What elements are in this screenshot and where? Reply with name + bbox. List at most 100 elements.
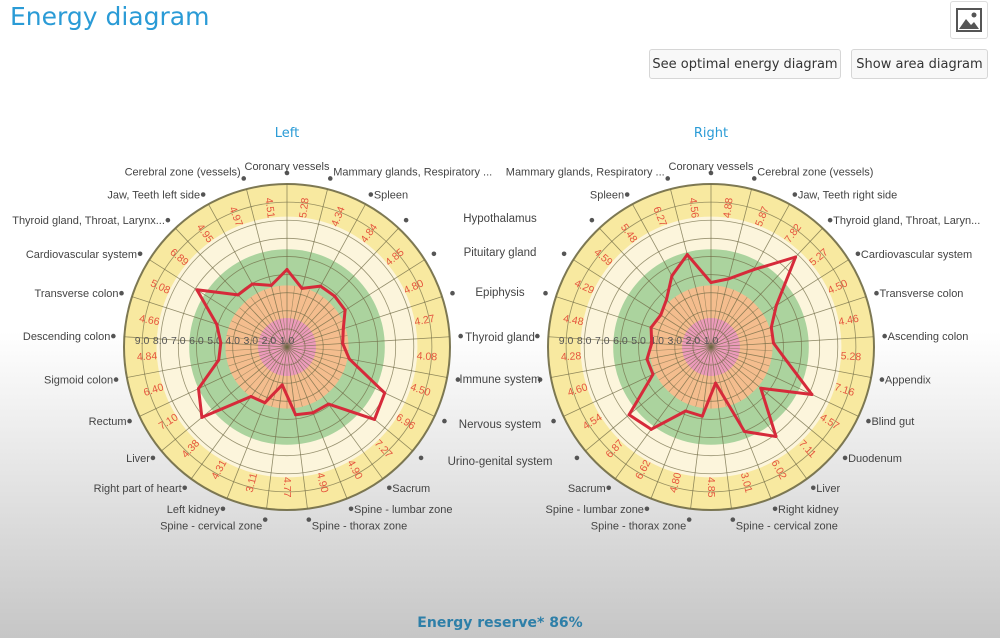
axis-label: Rectum bbox=[89, 416, 127, 428]
axis-label-shared: Immune system bbox=[459, 374, 540, 386]
axis-dot bbox=[730, 517, 736, 522]
energy-point bbox=[197, 387, 201, 391]
axis-label: Thyroid gland, Throat, Larynx... bbox=[12, 215, 165, 227]
axis-label: Spine - thorax zone bbox=[312, 521, 407, 533]
grid-spoke-minor bbox=[724, 355, 764, 381]
grid-spoke-minor bbox=[681, 361, 704, 402]
value-label: 4.56 bbox=[686, 197, 700, 219]
value-label: 4.84 bbox=[137, 350, 158, 363]
axis-dot bbox=[543, 290, 548, 296]
grid-spoke bbox=[710, 203, 790, 348]
energy-point bbox=[810, 393, 814, 397]
energy-point bbox=[195, 288, 199, 292]
value-label: 3.11 bbox=[244, 472, 261, 494]
axis-dot bbox=[551, 418, 556, 424]
grid-spoke-minor bbox=[723, 307, 759, 337]
grid-spoke bbox=[286, 346, 384, 480]
energy-reserve: Energy reserve* 86% bbox=[417, 615, 583, 631]
axis-dot bbox=[874, 290, 879, 296]
axis-label: Jaw, Teeth left side bbox=[107, 190, 200, 202]
axis-label: Spine - thorax zone bbox=[591, 521, 686, 533]
axis-label: Cardiovascular system bbox=[26, 249, 137, 261]
grid-spoke bbox=[585, 346, 712, 452]
grid-spoke-minor bbox=[297, 358, 330, 393]
energy-point bbox=[649, 427, 653, 431]
energy-point bbox=[250, 282, 254, 286]
grid-spoke-minor bbox=[702, 285, 710, 331]
energy-point bbox=[383, 391, 387, 395]
grid-spoke bbox=[286, 346, 308, 509]
value-label: 4.85 bbox=[705, 477, 717, 498]
axis-label: Right kidney bbox=[778, 504, 839, 516]
page-title: Energy diagram bbox=[10, 2, 210, 31]
value-label: 4.48 bbox=[562, 313, 584, 329]
grid-spoke bbox=[710, 296, 867, 348]
energy-point bbox=[285, 267, 289, 271]
show-area-diagram-button[interactable]: Show area diagram bbox=[851, 49, 988, 79]
grid-spoke bbox=[710, 346, 732, 509]
grid-spoke bbox=[161, 346, 288, 452]
grid-spoke-minor bbox=[721, 358, 754, 393]
grid-spoke bbox=[286, 346, 435, 417]
grid-spoke-minor bbox=[725, 320, 767, 341]
axis-label: Spleen bbox=[374, 190, 408, 202]
grid-spoke bbox=[286, 189, 328, 348]
right-chart-title: Right bbox=[693, 126, 729, 141]
grid-spoke bbox=[286, 346, 348, 499]
grid-spoke-minor bbox=[726, 335, 772, 345]
energy-point bbox=[319, 284, 323, 288]
axis-dot bbox=[368, 192, 374, 197]
axis-dot bbox=[111, 333, 116, 339]
energy-point bbox=[215, 322, 219, 326]
grid-spoke bbox=[563, 346, 712, 417]
image-icon bbox=[956, 8, 982, 32]
axis-dot bbox=[606, 485, 612, 491]
grid-spoke bbox=[555, 296, 712, 348]
scale-label: 3.0 bbox=[243, 335, 258, 347]
scale-label: 6.0 bbox=[613, 335, 628, 347]
grid-spoke bbox=[246, 189, 288, 348]
scale-label: 9.0 bbox=[135, 335, 150, 347]
energy-point bbox=[341, 327, 345, 331]
axis-label: Jaw, Teeth right side bbox=[798, 190, 897, 202]
image-export-button[interactable] bbox=[950, 1, 988, 39]
grid-spoke-minor bbox=[688, 289, 706, 332]
axis-label: Spine - lumbar zone bbox=[354, 504, 452, 516]
axis-dot bbox=[574, 455, 580, 461]
axis-label: Spine - cervical zone bbox=[160, 521, 262, 533]
axis-dot bbox=[262, 517, 268, 522]
grid-spoke bbox=[710, 346, 872, 378]
grid-spoke-minor bbox=[244, 358, 277, 393]
energy-point bbox=[627, 413, 631, 417]
grid-spoke bbox=[124, 336, 288, 348]
axis-dot bbox=[442, 418, 447, 424]
grid-spoke bbox=[131, 296, 288, 348]
grid-spoke bbox=[175, 227, 288, 348]
axis-label: Cardiovascular system bbox=[861, 249, 972, 261]
scale-label: 7.0 bbox=[595, 335, 610, 347]
grid-spoke-minor bbox=[302, 335, 348, 345]
see-optimal-energy-diagram-button[interactable]: See optimal energy diagram bbox=[649, 49, 841, 79]
energy-point bbox=[664, 298, 668, 302]
grid-spoke bbox=[573, 259, 712, 348]
grid-spoke-minor bbox=[303, 347, 349, 352]
grid-spoke-minor bbox=[718, 361, 741, 402]
left-chart-title: Left bbox=[274, 126, 300, 141]
axis-label: Mammary glands, Respiratory ... bbox=[333, 166, 492, 178]
axis-dot bbox=[772, 506, 778, 512]
grid-spoke bbox=[190, 346, 288, 480]
grid-spoke-minor bbox=[226, 335, 272, 345]
grid-spoke bbox=[286, 296, 443, 348]
axis-dot bbox=[220, 506, 226, 512]
axis-label: Spine - lumbar zone bbox=[545, 504, 643, 516]
grid-spoke bbox=[126, 346, 288, 378]
grid-spoke bbox=[286, 227, 399, 348]
value-label: 4.51 bbox=[262, 197, 276, 219]
axis-dot bbox=[589, 217, 595, 223]
axis-label: Cerebral zone (vessels) bbox=[757, 166, 873, 178]
axis-dot bbox=[827, 217, 833, 223]
scale-label: 8.0 bbox=[153, 335, 168, 347]
value-label: 4.77 bbox=[281, 477, 293, 498]
axis-dot bbox=[537, 377, 543, 382]
